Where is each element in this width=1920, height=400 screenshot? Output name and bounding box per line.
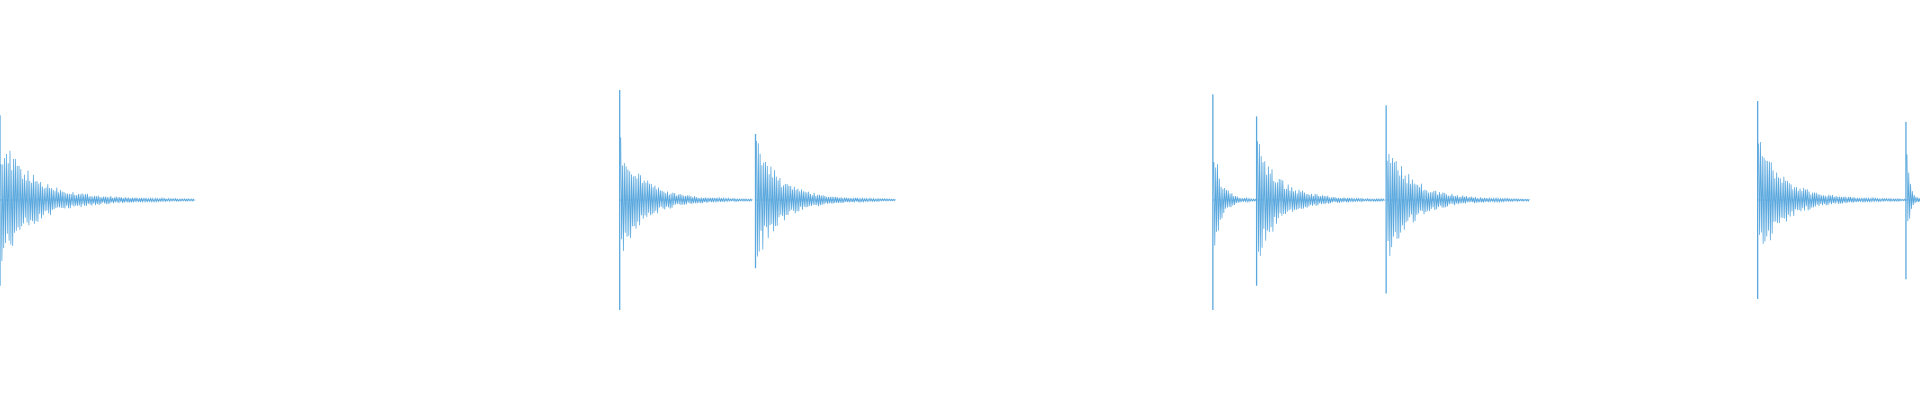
waveform-decay <box>1213 162 1257 246</box>
waveform-hit <box>1385 105 1530 294</box>
waveform-decay <box>756 140 896 257</box>
waveform-hit <box>1905 121 1920 280</box>
waveform-layer <box>0 90 1920 310</box>
waveform-hit <box>1757 101 1906 299</box>
waveform-decay <box>1758 142 1906 244</box>
waveform-hit <box>1255 116 1385 286</box>
waveform-hit <box>754 134 896 269</box>
waveform-decay <box>1257 141 1385 256</box>
waveform-hit <box>0 115 196 286</box>
waveform-hit <box>1212 94 1257 310</box>
waveform-decay <box>0 150 195 262</box>
waveform-decay <box>1906 154 1920 222</box>
waveform-decay <box>620 137 753 251</box>
waveform-decay <box>1386 154 1530 257</box>
waveform-hit <box>619 90 753 310</box>
